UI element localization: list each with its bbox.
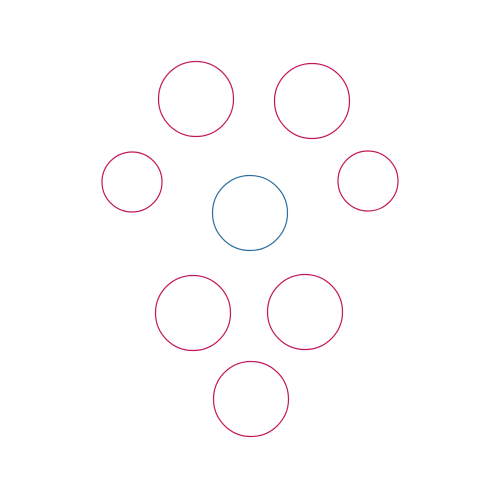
outer-circle bbox=[266, 273, 344, 351]
outer-circle bbox=[273, 62, 351, 140]
outer-circle bbox=[154, 274, 232, 352]
outer-circle bbox=[157, 60, 235, 138]
outer-circle bbox=[212, 360, 290, 438]
outer-circle bbox=[101, 151, 163, 213]
circle-layer bbox=[101, 60, 399, 438]
center-circle bbox=[211, 174, 289, 252]
outer-circle bbox=[337, 150, 399, 212]
